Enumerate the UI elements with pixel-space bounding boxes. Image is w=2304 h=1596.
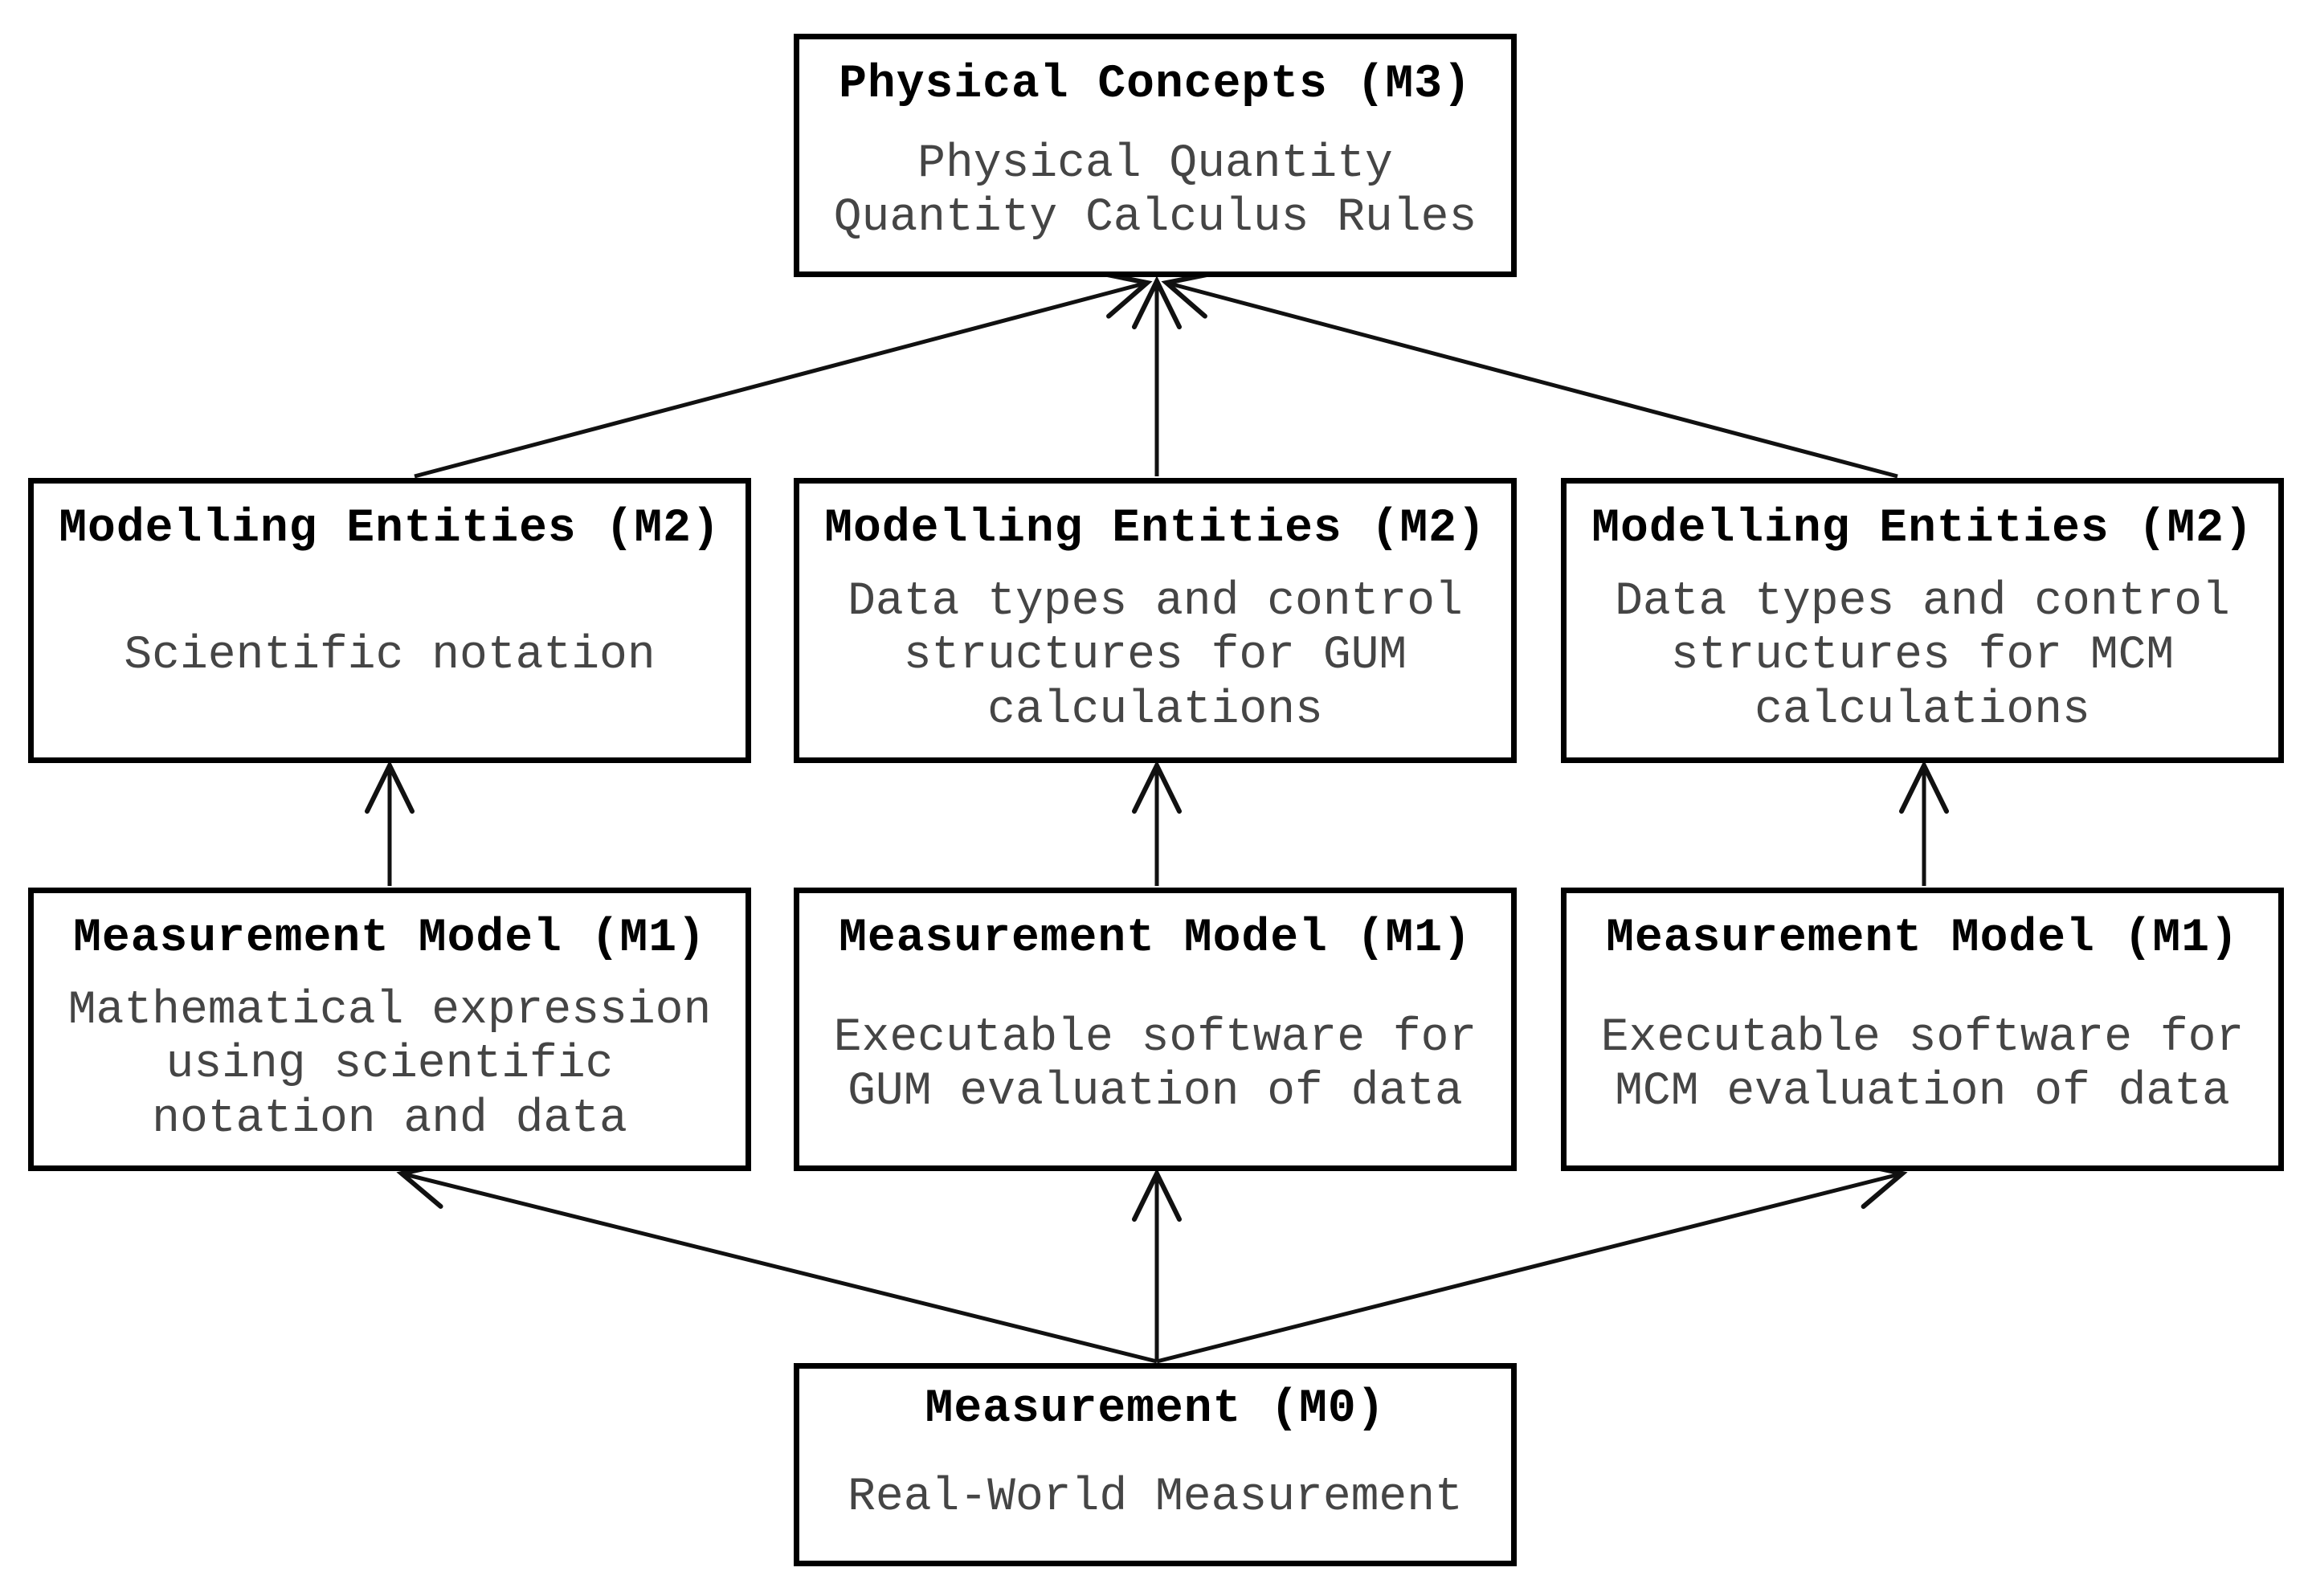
- description-line: MCM evaluation of data: [1615, 1066, 2230, 1118]
- box-description: Executable software for MCM evaluation o…: [1601, 965, 2245, 1165]
- description-line: Data types and control: [848, 576, 1463, 629]
- description-line: calculations: [1755, 684, 2090, 737]
- description-line: using scientific: [165, 1039, 614, 1092]
- description-line: Executable software for: [833, 1011, 1477, 1064]
- box-description: Real-World Measurement: [848, 1435, 1463, 1561]
- box-title: Physical Concepts (M3): [839, 59, 1472, 111]
- box-title: Modelling Entities (M2): [59, 503, 721, 555]
- box-description: Physical Quantity Quantity Calculus Rule…: [834, 111, 1477, 271]
- description-line: Real-World Measurement: [848, 1472, 1463, 1525]
- description-line: calculations: [987, 684, 1323, 737]
- box-title: Measurement (M0): [925, 1383, 1386, 1435]
- box-measurement-m0: Measurement (M0) Real-World Measurement: [794, 1363, 1517, 1566]
- arrow-m2-left-to-m3: [414, 270, 1153, 479]
- box-title: Modelling Entities (M2): [824, 503, 1486, 555]
- box-modelling-entities-m2-mid: Modelling Entities (M2) Data types and c…: [794, 478, 1517, 763]
- box-description: Scientific notation: [124, 555, 655, 757]
- box-description: Data types and control structures for MC…: [1615, 555, 2230, 757]
- box-description: Data types and control structures for GU…: [848, 555, 1463, 757]
- arrow-m2-right-to-m3: [1161, 270, 1898, 479]
- description-line: Mathematical expression: [67, 985, 712, 1038]
- description-line: GUM evaluation of data: [848, 1066, 1463, 1118]
- arrow-m0-to-m1-left: [396, 1160, 1158, 1364]
- box-title: Measurement Model (M1): [73, 912, 706, 965]
- box-measurement-model-m1-right: Measurement Model (M1) Executable softwa…: [1561, 888, 2284, 1171]
- description-line: Physical Quantity: [917, 137, 1393, 190]
- box-title: Modelling Entities (M2): [1591, 503, 2253, 555]
- box-title: Measurement Model (M1): [1606, 912, 2239, 965]
- box-measurement-model-m1-mid: Measurement Model (M1) Executable softwa…: [794, 888, 1517, 1171]
- description-line: Data types and control: [1615, 576, 2230, 629]
- box-description: Mathematical expression using scientific…: [68, 965, 712, 1165]
- description-line: Quantity Calculus Rules: [833, 192, 1477, 244]
- description-line: structures for GUM: [903, 630, 1407, 683]
- description-line: Scientific notation: [124, 630, 656, 683]
- description-line: Executable software for: [1600, 1011, 2245, 1064]
- box-modelling-entities-m2-right: Modelling Entities (M2) Data types and c…: [1561, 478, 2284, 763]
- box-measurement-model-m1-left: Measurement Model (M1) Mathematical expr…: [28, 888, 751, 1171]
- box-description: Executable software for GUM evaluation o…: [834, 965, 1477, 1165]
- arrow-m0-to-m1-right: [1156, 1160, 1908, 1364]
- description-line: notation and data: [152, 1092, 627, 1145]
- box-modelling-entities-m2-left: Modelling Entities (M2) Scientific notat…: [28, 478, 751, 763]
- box-title: Measurement Model (M1): [839, 912, 1472, 965]
- box-physical-concepts-m3: Physical Concepts (M3) Physical Quantity…: [794, 34, 1517, 277]
- description-line: structures for MCM: [1670, 630, 2175, 683]
